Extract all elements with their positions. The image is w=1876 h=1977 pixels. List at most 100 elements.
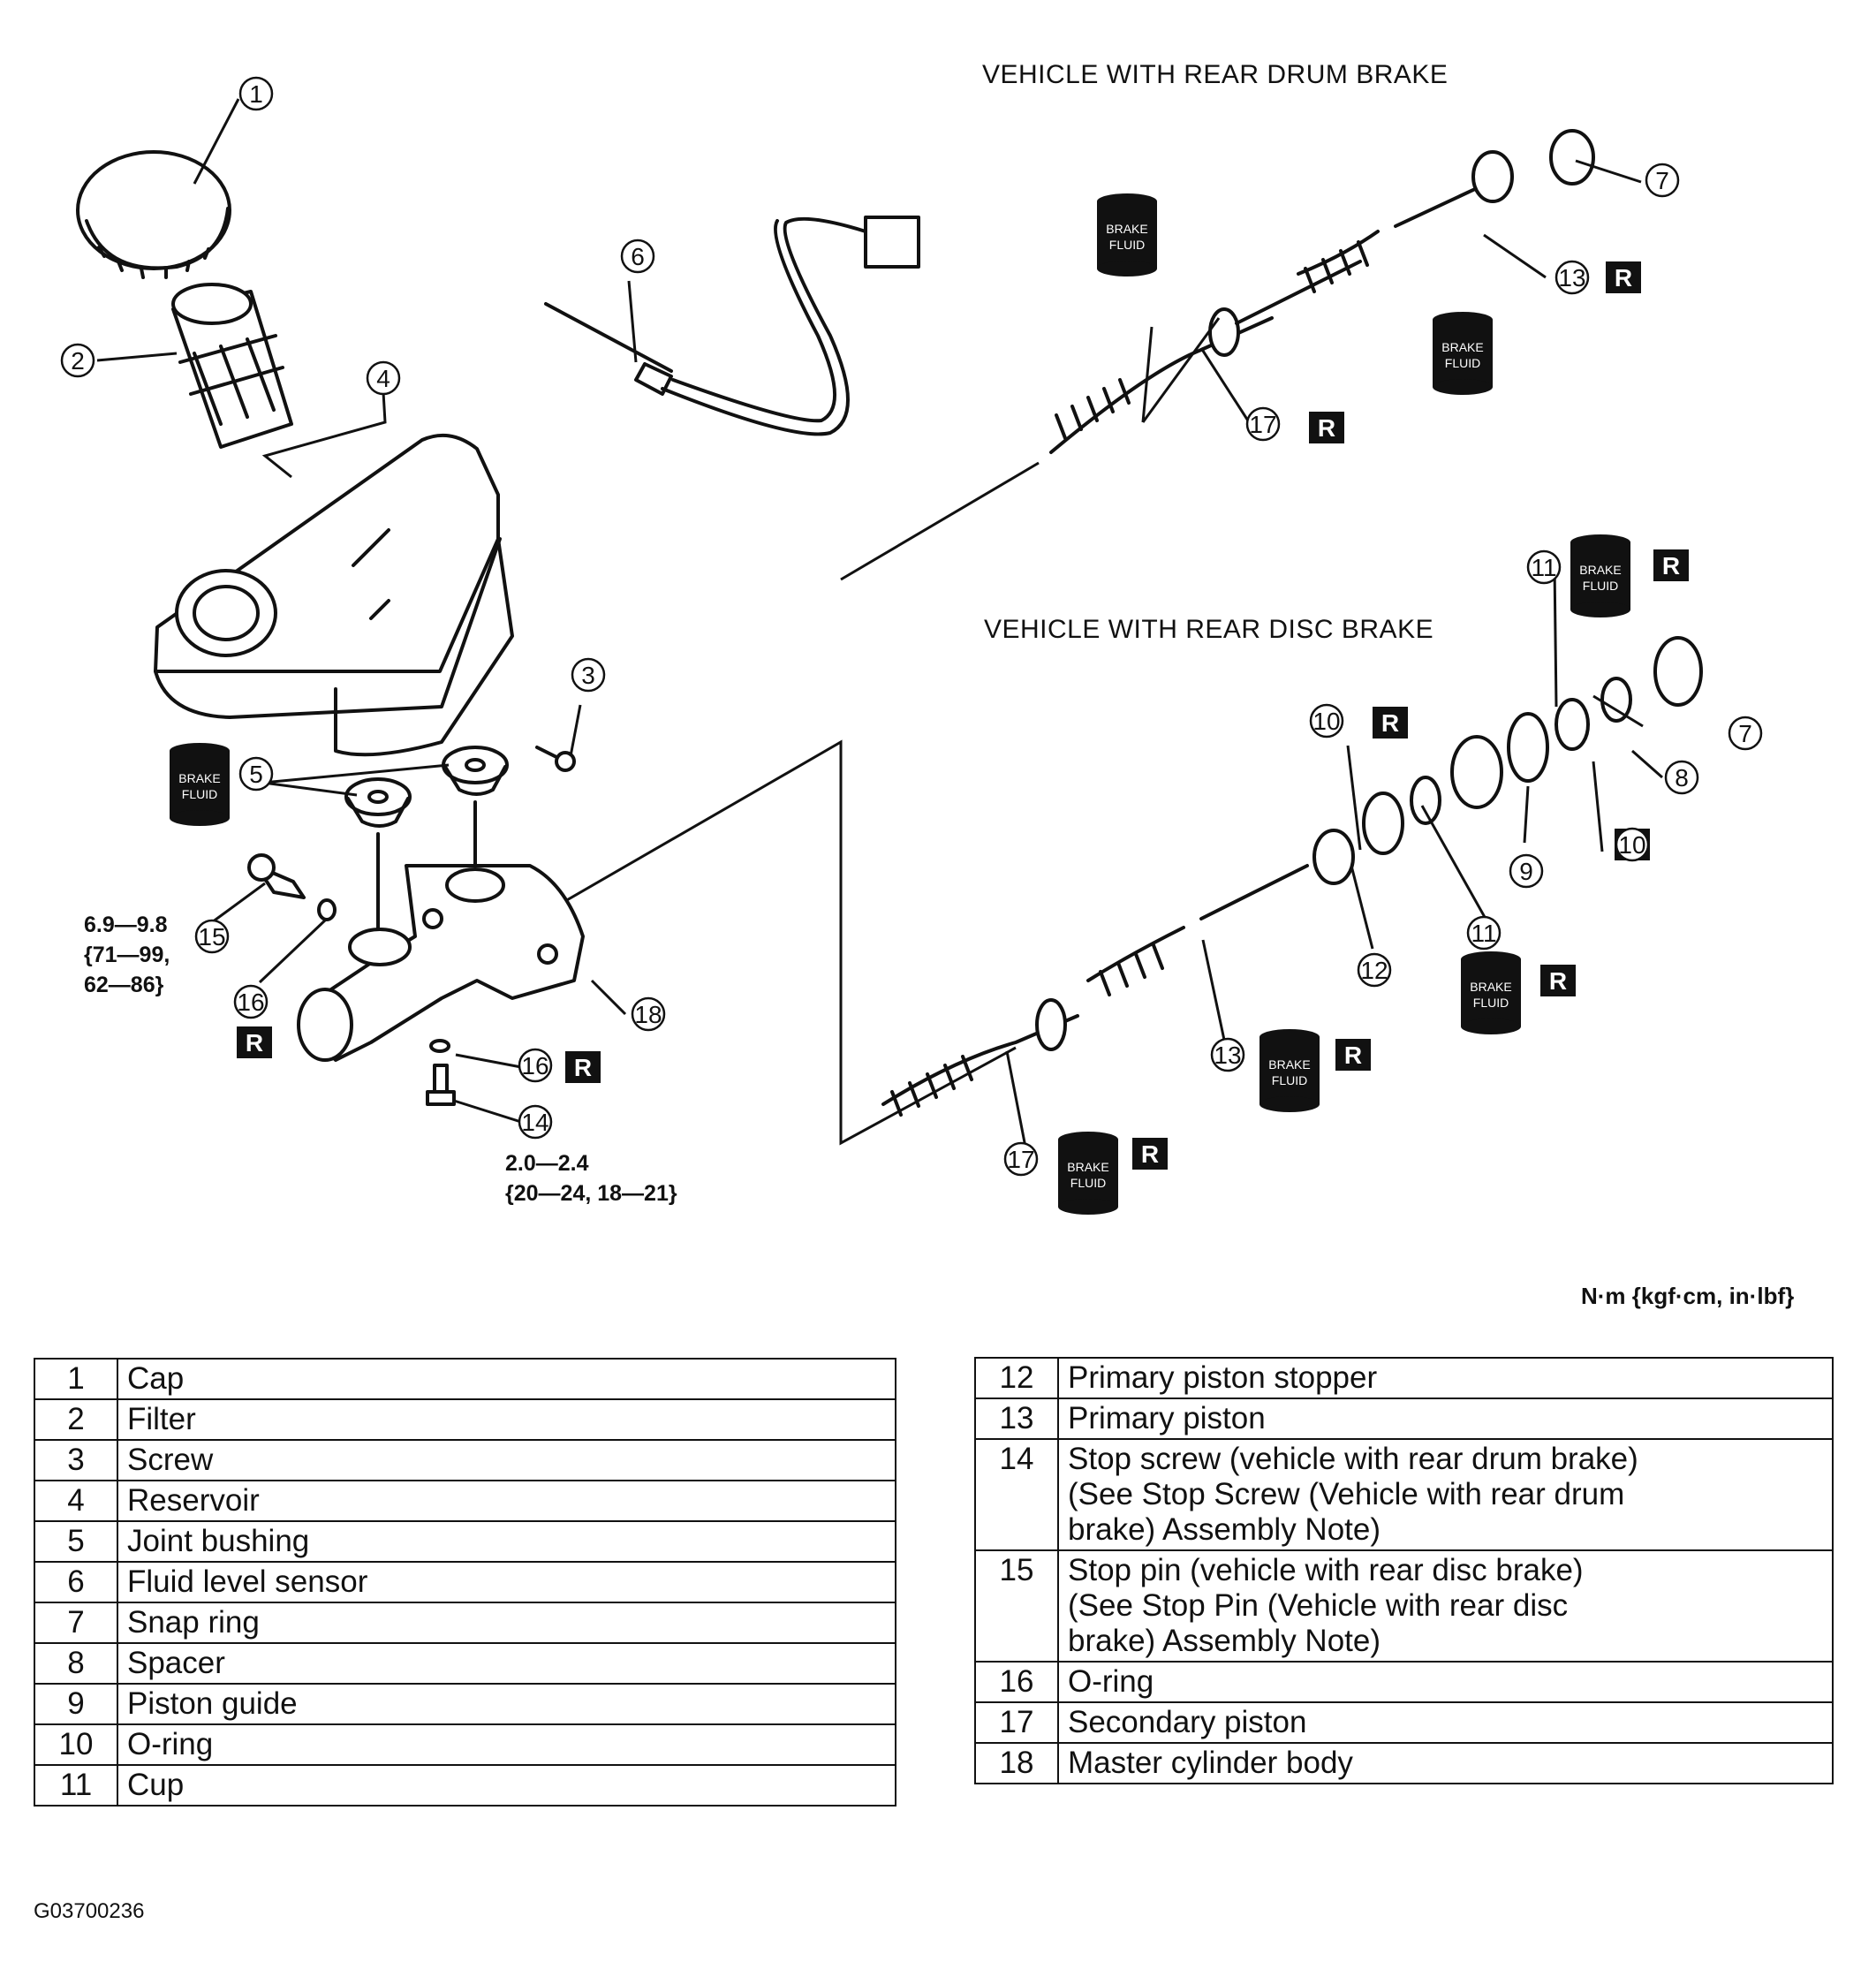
callout-13: 13 [1555, 260, 1590, 295]
callout-4: 4 [366, 360, 401, 396]
svg-text:13: 13 [1558, 264, 1585, 292]
svg-text:FLUID: FLUID [1109, 238, 1145, 252]
legend-number: 18 [974, 1742, 1059, 1784]
legend-number: 1 [34, 1358, 118, 1400]
callout-14: 14 [518, 1104, 553, 1140]
callout-3: 3 [571, 657, 606, 693]
drum-brake-parts [1049, 129, 1595, 454]
svg-text:BRAKE: BRAKE [1441, 340, 1483, 354]
legend-description: Master cylinder body [1057, 1742, 1834, 1784]
legend-description: Snap ring [117, 1602, 896, 1644]
heading-drum-brake: VEHICLE WITH REAR DRUM BRAKE [982, 60, 1449, 89]
stop-screw-torque-spec: 2.0—2.4 {20—24, 18—21} [505, 1151, 677, 1206]
svg-text:BRAKE: BRAKE [1470, 980, 1511, 994]
svg-text:FLUID: FLUID [1445, 356, 1480, 370]
svg-text:10: 10 [1618, 831, 1645, 859]
legend-description: Secondary piston [1057, 1701, 1834, 1744]
callout-18: 18 [631, 996, 666, 1032]
legend-number: 16 [974, 1661, 1059, 1703]
stop-pin-part [247, 853, 337, 921]
exploded-diagram: BRAKE FLUID BRAKE FLUID BRAKE FLUID BRAKE FL… [60, 76, 1763, 1215]
legend-number: 10 [34, 1723, 118, 1766]
legend-description: Fluid level sensor [117, 1561, 896, 1603]
callout-17: 17 [1245, 406, 1281, 442]
replace-badge: R [1318, 414, 1335, 442]
svg-text:FLUID: FLUID [1272, 1073, 1307, 1087]
callout-16: 16 [518, 1048, 553, 1083]
svg-text:16: 16 [521, 1052, 548, 1079]
svg-text:5: 5 [249, 761, 263, 788]
callout-5: 5 [238, 756, 274, 792]
legend-number: 12 [974, 1357, 1059, 1399]
legend-number: 13 [974, 1398, 1059, 1440]
legend-description: Filter [117, 1398, 896, 1441]
stop-screw-part [426, 1039, 456, 1106]
replace-badge: R [1381, 709, 1399, 737]
callout-6: 6 [620, 239, 655, 274]
legend-description: Primary piston [1057, 1398, 1834, 1440]
replace-badge: R [246, 1029, 263, 1057]
cap-part [76, 150, 231, 279]
svg-text:17: 17 [1249, 411, 1276, 438]
legend-description: Joint bushing [117, 1520, 896, 1563]
legend-description: Cup [117, 1764, 896, 1807]
heading-disc-brake: VEHICLE WITH REAR DISC BRAKE [984, 615, 1434, 644]
callout-1: 1 [238, 76, 274, 111]
callout-15: 15 [194, 919, 230, 954]
svg-text:1: 1 [249, 80, 263, 108]
svg-text:9: 9 [1519, 858, 1533, 885]
svg-text:6: 6 [631, 243, 645, 270]
legend-description: Stop screw (vehicle with rear drum brake… [1057, 1438, 1834, 1551]
callout-10: 10 [1309, 703, 1344, 739]
reservoir-part [154, 433, 514, 757]
callout-2: 2 [60, 343, 95, 378]
svg-text:FLUID: FLUID [182, 787, 217, 801]
legend-number: 7 [34, 1602, 118, 1644]
svg-text:18: 18 [634, 1001, 662, 1028]
svg-text:17: 17 [1007, 1146, 1034, 1173]
replace-badges: R R R R R R R R R R [237, 261, 1689, 1170]
svg-text:3: 3 [581, 662, 595, 689]
legend-description: Primary piston stopper [1057, 1357, 1834, 1399]
legend-description: O-ring [117, 1723, 896, 1766]
svg-text:BRAKE: BRAKE [1106, 222, 1147, 236]
legend-description: Spacer [117, 1642, 896, 1685]
replace-badge: R [574, 1054, 592, 1081]
callout-8: 8 [1664, 760, 1699, 795]
legend-number: 14 [974, 1438, 1059, 1551]
svg-text:FLUID: FLUID [1473, 996, 1509, 1010]
svg-text:11: 11 [1531, 554, 1556, 581]
legend-number: 9 [34, 1683, 118, 1725]
legend-number: 5 [34, 1520, 118, 1563]
svg-text:BRAKE: BRAKE [1067, 1160, 1108, 1174]
torque-units-label: N·m {kgf·cm, in·lbf} [1581, 1283, 1795, 1309]
svg-text:BRAKE: BRAKE [178, 771, 220, 785]
callout-7: 7 [1645, 163, 1680, 198]
svg-text:11: 11 [1471, 920, 1496, 947]
replace-badge: R [1549, 967, 1567, 995]
legend-number: 15 [974, 1549, 1059, 1663]
joint-bushing-part [344, 746, 509, 938]
svg-text:7: 7 [1655, 167, 1669, 194]
brake-fluid-labels: BRAKE FLUID BRAKE FLUID BRAKE FLUID BRAKE FL… [178, 222, 1621, 1190]
callout-16: 16 [233, 984, 269, 1019]
svg-text:7: 7 [1738, 720, 1752, 747]
svg-text:10: 10 [1312, 708, 1340, 735]
replace-badge: R [1615, 264, 1632, 292]
legend-number: 3 [34, 1439, 118, 1481]
